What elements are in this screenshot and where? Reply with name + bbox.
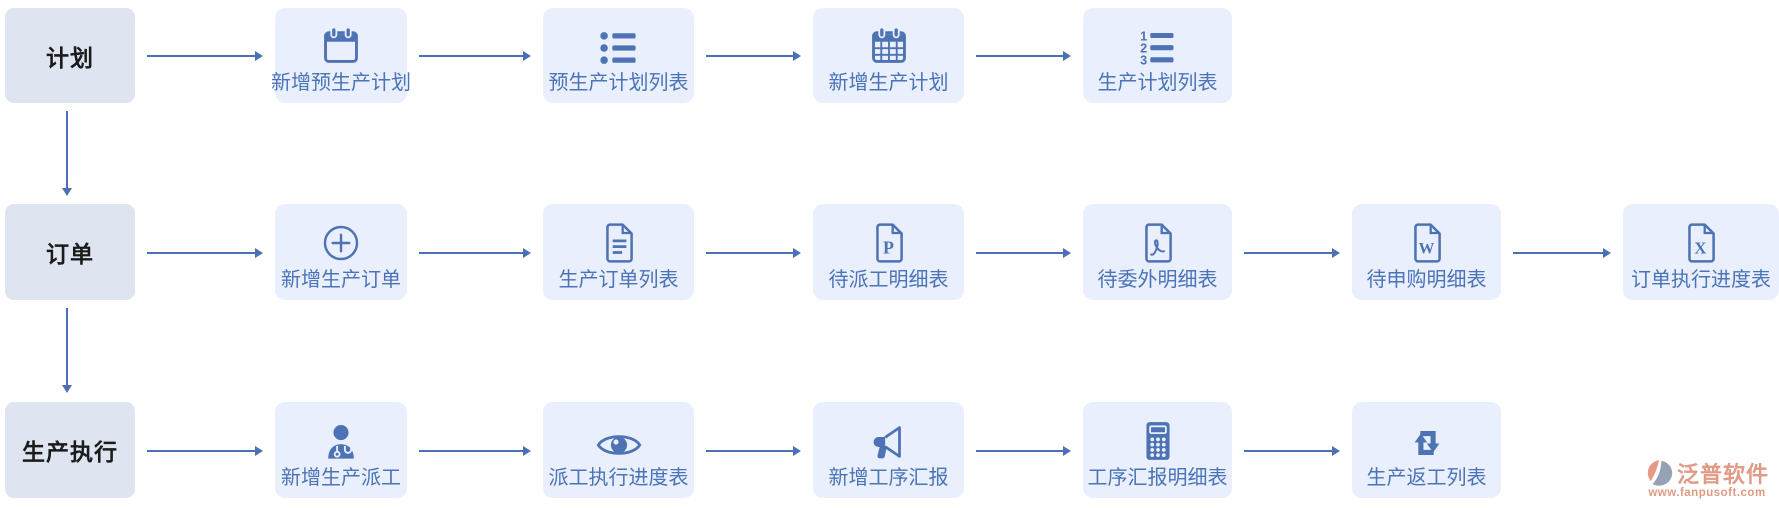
node-label: 新增生产计划 <box>828 72 949 94</box>
document-icon <box>601 204 637 264</box>
fanpusoft-watermark: 泛普软件 www.fanpusoft.com <box>1645 457 1769 499</box>
node-label: 工序汇报明细表 <box>1087 467 1228 489</box>
node-production-order-list[interactable]: 生产订单列表 <box>543 204 694 300</box>
calendar-grid-icon <box>868 8 910 67</box>
node-add-process-report[interactable]: 新增工序汇报 <box>813 402 964 498</box>
bullet-list-icon <box>598 8 640 67</box>
flow-arrow-icon <box>419 248 531 258</box>
flow-arrow-icon <box>1513 248 1611 258</box>
flow-arrow-icon <box>147 248 263 258</box>
brand-url: www.fanpusoft.com <box>1648 487 1766 499</box>
flow-arrow-icon <box>976 51 1071 61</box>
node-label: 待申购明细表 <box>1366 269 1487 291</box>
flow-arrow-icon <box>976 446 1071 456</box>
node-pending-purchase-request-detail[interactable]: W 待申购明细表 <box>1352 204 1501 300</box>
node-process-report-detail[interactable]: 工序汇报明细表 <box>1083 402 1232 498</box>
node-label: 新增预生产计划 <box>271 72 411 94</box>
flow-arrow-icon <box>147 446 263 456</box>
node-production-rework-list[interactable]: 生产返工列表 <box>1352 402 1501 498</box>
stage-box-execution: 生产执行 <box>5 402 135 498</box>
node-add-production-plan[interactable]: 新增生产计划 <box>813 8 964 103</box>
stage-box-plan: 计划 <box>5 8 135 103</box>
eye-icon <box>595 402 643 462</box>
node-label: 新增生产派工 <box>281 467 401 489</box>
node-label: 待派工明细表 <box>828 269 949 291</box>
flow-arrow-icon <box>706 446 801 456</box>
worker-icon <box>321 402 361 462</box>
svg-text:1: 1 <box>1140 29 1147 43</box>
file-word-icon: W <box>1409 204 1445 264</box>
numbered-list-icon: 1 2 3 <box>1137 8 1179 67</box>
stage-label: 订单 <box>46 241 94 267</box>
stage-box-order: 订单 <box>5 204 135 300</box>
flow-arrow-icon <box>419 51 531 61</box>
rework-loop-icon <box>1407 402 1447 462</box>
flow-arrow-icon <box>147 51 263 61</box>
node-dispatch-execution-progress[interactable]: 派工执行进度表 <box>543 402 694 498</box>
flow-arrow-icon <box>706 248 801 258</box>
flow-arrow-icon <box>976 248 1071 258</box>
node-label: 新增生产订单 <box>281 269 401 291</box>
megaphone-icon <box>868 402 910 462</box>
plus-circle-icon <box>320 204 362 264</box>
node-label: 生产订单列表 <box>558 269 679 291</box>
node-label: 订单执行进度表 <box>1631 269 1771 291</box>
node-order-execution-progress[interactable]: X 订单执行进度表 <box>1623 204 1779 300</box>
node-label: 待委外明细表 <box>1097 269 1218 291</box>
file-p-icon: P <box>871 204 907 264</box>
flow-arrow-down-icon <box>62 308 72 393</box>
node-pre-production-plan-list[interactable]: 预生产计划列表 <box>543 8 694 103</box>
file-excel-icon: X <box>1683 204 1719 264</box>
svg-text:2: 2 <box>1140 40 1147 55</box>
flow-arrow-icon <box>1244 446 1340 456</box>
node-pending-outsource-detail[interactable]: 待委外明细表 <box>1083 204 1232 300</box>
brand-name: 泛普软件 <box>1677 462 1770 487</box>
node-label: 新增工序汇报 <box>828 467 949 489</box>
flow-arrow-icon <box>1244 248 1340 258</box>
file-pdf-icon <box>1140 204 1176 264</box>
node-label: 生产计划列表 <box>1097 72 1218 94</box>
node-add-pre-production-plan[interactable]: 新增预生产计划 <box>271 8 411 103</box>
svg-text:P: P <box>883 238 894 258</box>
calendar-icon <box>320 8 362 67</box>
flow-arrow-icon <box>706 51 801 61</box>
svg-text:3: 3 <box>1140 53 1147 67</box>
node-add-production-order[interactable]: 新增生产订单 <box>275 204 407 300</box>
stage-label: 生产执行 <box>22 439 118 465</box>
svg-text:W: W <box>1418 241 1434 258</box>
node-label: 预生产计划列表 <box>548 72 689 94</box>
node-label: 生产返工列表 <box>1366 467 1487 489</box>
flow-arrow-icon <box>419 446 531 456</box>
stage-label: 计划 <box>46 44 94 71</box>
calculator-icon <box>1140 402 1176 462</box>
svg-text:X: X <box>1694 239 1706 258</box>
node-production-plan-list[interactable]: 1 2 3 生产计划列表 <box>1083 8 1232 103</box>
fanpusoft-logo-icon <box>1645 458 1675 488</box>
node-label: 派工执行进度表 <box>548 467 689 489</box>
node-add-production-dispatch[interactable]: 新增生产派工 <box>275 402 407 498</box>
node-pending-dispatch-detail[interactable]: P 待派工明细表 <box>813 204 964 300</box>
flow-arrow-down-icon <box>62 111 72 196</box>
